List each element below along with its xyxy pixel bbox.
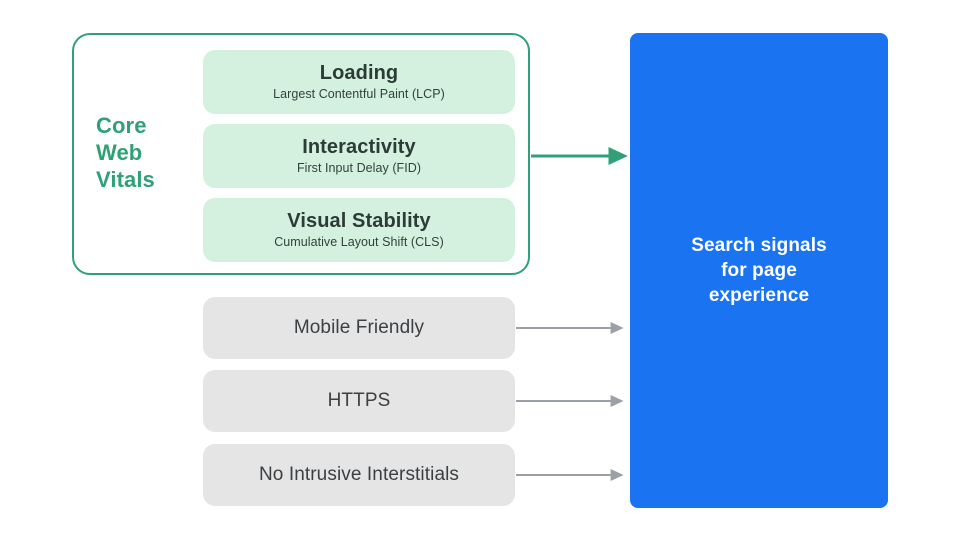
destination-line-2: for page <box>721 260 797 281</box>
signal-label-mobile-friendly: Mobile Friendly <box>293 317 425 338</box>
signal-card-mobile-friendly: Mobile Friendly <box>203 297 515 359</box>
metric-subtitle-loading: Largest Contentful Paint (LCP) <box>273 87 445 101</box>
metric-title-loading: Loading <box>319 62 399 84</box>
metric-subtitle-visual-stability: Cumulative Layout Shift (CLS) <box>274 235 444 249</box>
metric-card-visual-stability: Visual Stability Cumulative Layout Shift… <box>203 198 515 262</box>
search-signals-destination-text: Search signals for page experience <box>691 233 827 308</box>
core-web-vitals-label-line-1: Core <box>96 113 147 138</box>
core-web-vitals-label-line-3: Vitals <box>96 167 155 192</box>
search-signals-destination-box: Search signals for page experience <box>630 33 888 508</box>
metric-subtitle-interactivity: First Input Delay (FID) <box>296 161 422 175</box>
signal-label-https: HTTPS <box>327 390 391 411</box>
signal-card-no-intrusive-interstitials: No Intrusive Interstitials <box>203 444 515 506</box>
destination-line-3: experience <box>708 285 810 306</box>
metric-title-visual-stability: Visual Stability <box>287 210 431 232</box>
signal-label-no-intrusive-interstitials: No Intrusive Interstitials <box>258 464 460 485</box>
core-web-vitals-label: Core Web Vitals <box>96 112 188 193</box>
core-web-vitals-label-line-2: Web <box>96 140 143 165</box>
metric-card-interactivity: Interactivity First Input Delay (FID) <box>203 124 515 188</box>
metric-title-interactivity: Interactivity <box>302 136 416 158</box>
metric-card-loading: Loading Largest Contentful Paint (LCP) <box>203 50 515 114</box>
destination-line-1: Search signals <box>691 235 827 256</box>
signal-card-https: HTTPS <box>203 370 515 432</box>
